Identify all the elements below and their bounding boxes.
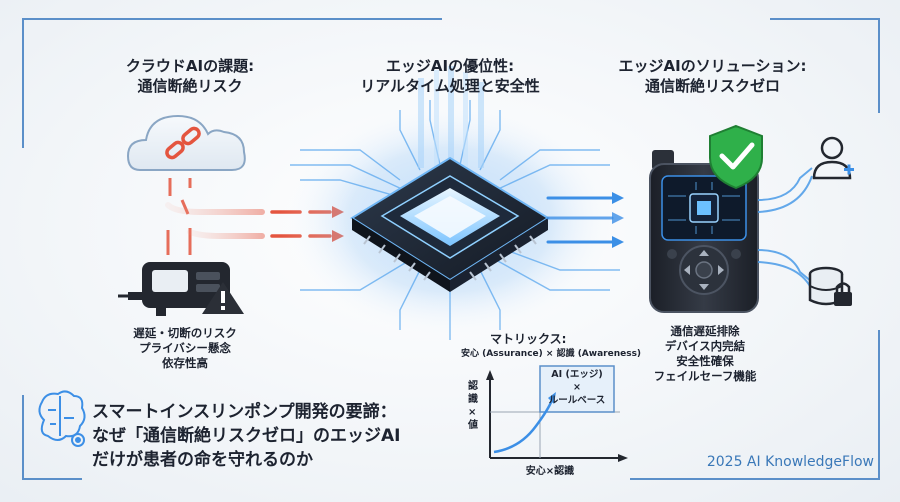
matrix-box-label: AI (エッジ) × ルールベース — [540, 368, 614, 407]
pump-device-icon — [118, 262, 230, 316]
frame-left — [22, 18, 24, 148]
light-rays — [418, 66, 484, 170]
matrix-box-line: × — [573, 382, 581, 393]
matrix-title: マトリックス: — [490, 332, 567, 346]
frame-right — [878, 18, 880, 113]
footer-title-line-1: スマートインスリンポンプ開発の要諦： — [92, 402, 397, 422]
left-title-line-1: クラウドAIの課題: — [125, 57, 255, 75]
benefit-item: フェイルセーフ機能 — [653, 369, 757, 383]
risk-item: 依存性高 — [162, 356, 208, 370]
risk-item: プライバシー懸念 — [139, 341, 231, 355]
matrix-x-label: 安心×認識 — [525, 466, 575, 477]
device-connection-lines — [757, 167, 813, 291]
right-title-line-1: エッジAIのソリューション: — [618, 57, 807, 75]
benefit-item: デバイス内完結 — [664, 339, 746, 353]
matrix-y-label: 認識×値 — [468, 381, 478, 431]
center-title-line-1: エッジAIの優位性: — [385, 57, 515, 75]
right-title-line-2: 通信断絶リスクゼロ — [644, 77, 780, 95]
matrix-box-line: ルールベース — [548, 395, 606, 406]
left-panel-title: クラウドAIの課題: 通信断絶リスク — [90, 56, 290, 96]
frame-bottom — [630, 478, 880, 480]
brand-label: 2025 AI KnowledgeFlow — [706, 454, 874, 470]
matrix-box-line: AI (エッジ) — [551, 369, 603, 380]
risk-item: 遅延・切断のリスク — [133, 326, 237, 340]
center-panel-title: エッジAIの優位性: リアルタイム処理と安全性 — [330, 56, 570, 96]
locked-database-icon — [808, 266, 852, 306]
center-title-line-2: リアルタイム処理と安全性 — [360, 77, 540, 95]
left-risk-list: 遅延・切断のリスク プライバシー懸念 依存性高 — [100, 326, 270, 371]
footer-title-line-2: なぜ「通信断絶リスクゼロ」のエッジAI — [92, 426, 401, 446]
insulin-pump-icon — [649, 150, 759, 313]
benefit-item: 通信遅延排除 — [670, 324, 740, 338]
doctor-icon — [812, 136, 854, 180]
ai-chip-icon — [350, 156, 550, 292]
frame-right-lower — [878, 330, 880, 480]
frame-left-lower — [22, 395, 24, 480]
matrix-chart — [486, 365, 628, 462]
matrix-subtitle: 安心 (Assurance) × 認識 (Awareness) — [460, 349, 642, 359]
footer-title: スマートインスリンポンプ開発の要諦： なぜ「通信断絶リスクゼロ」のエッジAI だ… — [92, 400, 452, 472]
frame-bottom-left — [22, 478, 82, 480]
brain-gear-icon — [38, 390, 86, 447]
shield-check-icon — [709, 124, 763, 190]
benefit-item: 安全性確保 — [676, 354, 734, 368]
warning-icon — [202, 282, 244, 314]
broken-link-icon — [165, 126, 201, 160]
left-title-line-2: 通信断絶リスク — [137, 77, 243, 95]
broken-connection-lines — [166, 178, 192, 255]
frame-top-left — [22, 18, 442, 20]
footer-title-line-3: だけが患者の命を守れるのか — [92, 450, 313, 470]
right-benefit-list: 通信遅延排除 デバイス内完結 安全性確保 フェイルセーフ機能 — [625, 324, 785, 384]
blue-signal-arrows — [546, 192, 624, 248]
right-panel-title: エッジAIのソリューション: 通信断絶リスクゼロ — [605, 56, 820, 96]
frame-top-right — [770, 18, 880, 20]
